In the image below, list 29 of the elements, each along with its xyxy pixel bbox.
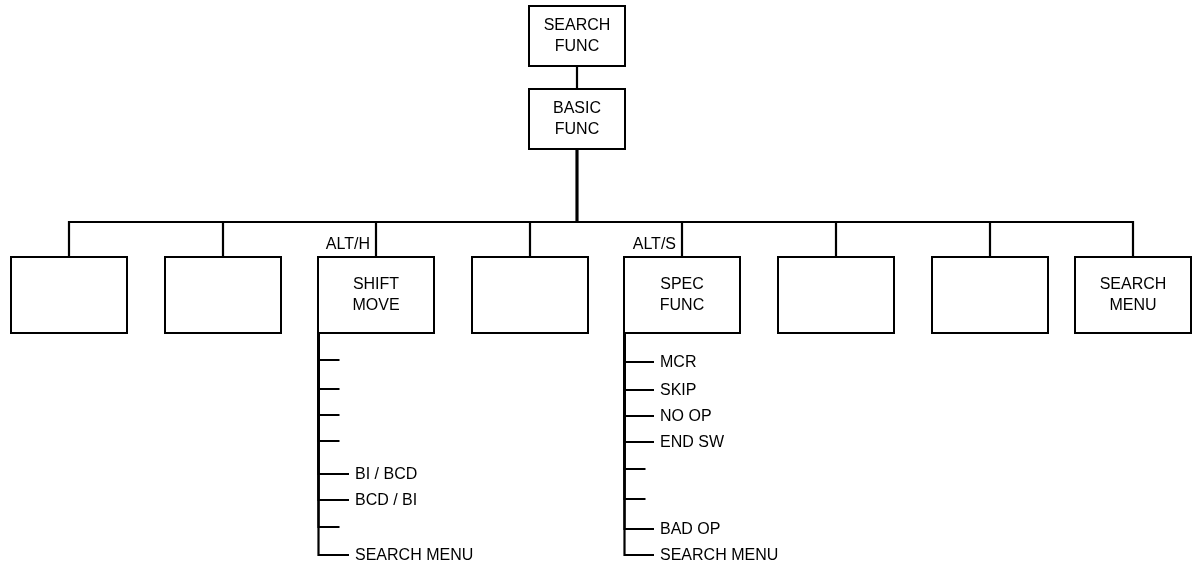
box-label: SEARCH MENU	[1098, 274, 1168, 315]
function-box	[623, 256, 741, 334]
empty-box	[777, 256, 895, 334]
box-label: BASIC FUNC	[552, 98, 602, 139]
function-box	[528, 5, 626, 67]
menu-item-label: SEARCH MENU	[355, 547, 474, 563]
empty-box	[10, 256, 128, 334]
function-box	[528, 88, 626, 150]
box-label: SEARCH FUNC	[542, 15, 612, 56]
empty-box	[931, 256, 1049, 334]
menu-item-label: SKIP	[660, 382, 697, 398]
menu-item-label: NO OP	[660, 408, 712, 424]
menu-item-label: BCD / BI	[355, 492, 418, 508]
connector-line	[575, 67, 579, 88]
key-shortcut-label: ALT/S	[632, 235, 676, 253]
function-box	[317, 256, 435, 334]
connector-line	[575, 150, 1135, 256]
menu-item-label: BI / BCD	[355, 466, 418, 482]
box-label: SPEC FUNC	[658, 274, 706, 315]
menu-item-label: BAD OP	[660, 521, 721, 537]
empty-box	[471, 256, 589, 334]
connector-line	[317, 334, 349, 557]
menu-item-label: MCR	[660, 354, 697, 370]
menu-item-label: END SW	[660, 434, 724, 450]
empty-box	[164, 256, 282, 334]
box-label: SHIFT MOVE	[351, 274, 401, 315]
function-box	[1074, 256, 1192, 334]
key-shortcut-label: ALT/H	[325, 235, 370, 253]
menu-item-label: SEARCH MENU	[660, 547, 779, 563]
